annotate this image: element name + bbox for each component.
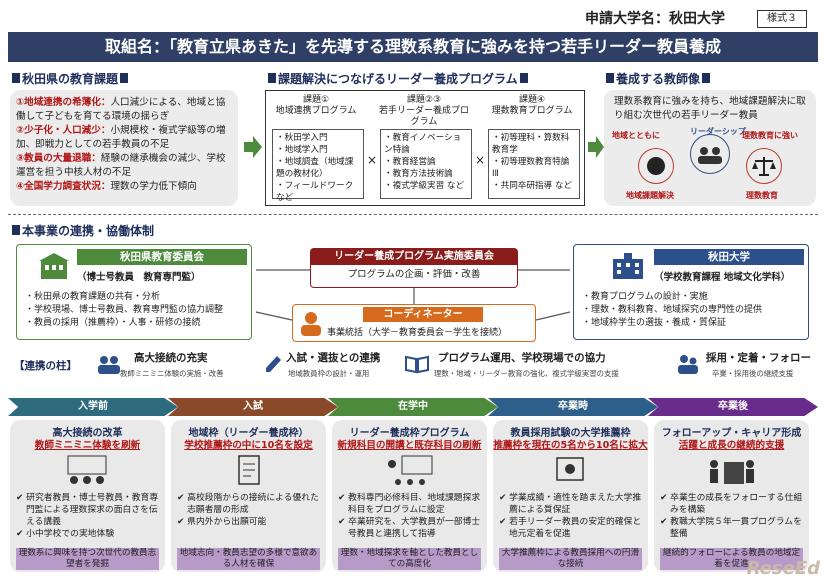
section-title-issues: 秋田県の教育課題 [12,70,130,87]
teacher-description: 理数系教育に強みを持ち、地域課題解決に取り組む次世代の若手リーダー教員 [614,96,806,121]
course-list: ・初等理科・算数科教育学・初等理数教育特論ⅠⅡ・共同卒研指導 など [488,129,580,199]
course-list: ・秋田学入門・地域学入門・地域調査（地域課題の教材化）・フィールドワーク など [272,129,364,203]
stage-card-admission: 地域枠（リーダー養成枠）学校推薦枠の中に10名を設定 ✔ 高校段階からの接続によ… [171,420,326,572]
times-symbol: × [367,153,378,167]
balance-scale-icon [746,148,782,184]
label-regional-solution: 地域課題解決 [626,191,674,200]
coordinator-box: コーディネーター 事業統括（大学－教育委員会－学生を接続） [292,304,536,342]
section-title-program: 課題解決につなげるリーダー養成プログラム [268,70,530,87]
org-sub: （学校教育課程 地域文化学科） [654,272,791,283]
university-name: 申請大学名：秋田大学 [585,11,725,27]
issue-item: ①地域連携の希薄化：人口減少による、地域と協働して子どもを育てる環境の揺らぎ [16,97,226,122]
committee-box: リーダー養成プログラム実施委員会 プログラムの企画・評価・改善 [310,248,518,288]
book-icon [405,355,429,374]
org-duties: ・教育プログラムの設計・実施・理数・教科教育、地域探究の専門性の提供・地域枠学生… [582,292,763,328]
divider [8,214,818,215]
stage-card-pre-admission: 高大接続の改革教師ミニミニ体験を刷新 ✔ 研究者教員・博士号教員・教育専門監によ… [10,420,165,572]
pillars-label: 【連携の柱】 [14,360,77,372]
org-duties: ・秋田県の教育課題の共有・分析・学校現場、博士号教員、教育専門監の協力調整・教員… [25,292,224,328]
label-science-education: 理数教育 [746,191,778,200]
committee-sub: プログラムの企画・評価・改善 [347,269,481,280]
pencil-icon [266,356,281,372]
stage-timeline: 入学前 入試 在学中 卒業時 卒業後 [8,398,818,416]
course-list: ・教育イノベーション特論・教育経営論・教育方法技術論・複式学級実習 など [380,129,472,199]
stage-card-enrolled: リーダー養成枠プログラム新規科目の開講と既存科目の刷新 ✔ 教科専門必修科目、地… [332,420,487,572]
coordinator-name: コーディネーター [363,307,483,322]
university-building-icon [613,253,643,279]
stage-pre-admission: 入学前 [8,398,178,416]
user-group-icon [678,355,698,374]
people-icon [98,356,120,374]
times-symbol: × [475,153,486,167]
teacher-image-box: 理数系教育に強みを持ち、地域課題解決に取り組む次世代の若手リーダー教員 地域とと… [604,90,816,206]
org-prefecture-board: 秋田県教育委員会 （博士号教員 教育専門監） ・秋田県の教育課題の共有・分析・学… [16,244,252,340]
stage-card-graduation: 教員採用試験の大学推薦枠推薦枠を現在の5名から10名に拡大 ✔ 学業成績・適性を… [493,420,648,572]
org-name: 秋田大学 [654,249,804,265]
pillar-sub: 理数・地域・リーダー教育の強化、複式学級実習の支援 [434,369,619,378]
stage-enrolled: 在学中 [328,398,498,416]
form-number: 様式３ [757,10,807,28]
label-strong-science: 理数教育に強い [742,131,798,140]
label-with-community: 地域とともに [612,131,660,140]
stage-admission: 入試 [168,398,338,416]
section-title-teacher: 養成する教師像 [606,70,712,87]
pillar-sub: 地域教員枠の設計・運用 [288,369,370,378]
arrow-right-icon [588,136,604,158]
pillar-title: 採用・定着・フォロー [706,352,811,364]
connection-arrows [255,269,571,321]
pillar-sub: 教師ミニミニ体験の実施・改善 [120,369,224,378]
team-icon [690,134,730,174]
stage-graduation: 卒業時 [488,398,658,416]
org-sub: （博士号教員 教育専門監） [77,272,201,283]
stage-post-graduation: 卒業後 [648,398,818,416]
issue-item: ④全国学力調査状況：理数の学力低下傾向 [16,181,197,192]
building-icon [39,253,69,279]
committee-name: リーダー養成プログラム実施委員会 [311,249,517,265]
arrow-right-icon [244,136,262,158]
org-university: 秋田大学 （学校教育課程 地域文化学科） ・教育プログラムの設計・実施・理数・教… [573,244,809,340]
pillar-title: 入試・選抜との連携 [286,352,381,364]
watermark-logo: ReseEd [746,558,820,579]
label-leadership: リーダーシップ [690,127,746,136]
issues-box: ①地域連携の希薄化：人口減少による、地域と協働して子どもを育てる環境の揺らぎ ②… [10,90,238,206]
classroom-icon [67,455,107,484]
person-icon [301,312,321,336]
certificate-icon [556,457,584,481]
issue-item: ②少子化・人口減少：小規模校・複式学級等の増加、即戦力としての若手教員の不足 [16,125,226,150]
coordinator-sub: 事業統括（大学－教育委員会－学生を接続） [327,328,508,338]
pillar-sub: 卒業・採用後の継続支援 [712,369,794,378]
issue-item: ③教員の大量退職：経験の継承機会の減少、学校運営を担う中核人材の不足 [16,153,226,178]
pillar-title: 高大接続の充実 [134,352,208,364]
globe-icon [638,148,674,184]
collaboration-pillars: 【連携の柱】 高大接続の充実 教師ミニミニ体験の実施・改善 入試・選抜との連携 … [12,346,818,386]
section-title-collab: 本事業の連携・協働体制 [12,222,154,239]
org-name: 秋田県教育委員会 [77,249,247,265]
stage-card-post-graduation: フォローアップ・キャリア形成活躍と成長の継続的支援 ✔ 卒業生の成長をフォローす… [654,420,809,572]
lecture-icon [388,455,433,485]
school-people-icon [710,460,754,484]
pillar-title: プログラム運用、学校現場での協力 [438,352,606,364]
document-icon [238,455,260,485]
program-title-banner: 取組名：「教育立県あきた」を先導する理数系教育に強みを持つ若手リーダー教員養成 [8,32,818,62]
